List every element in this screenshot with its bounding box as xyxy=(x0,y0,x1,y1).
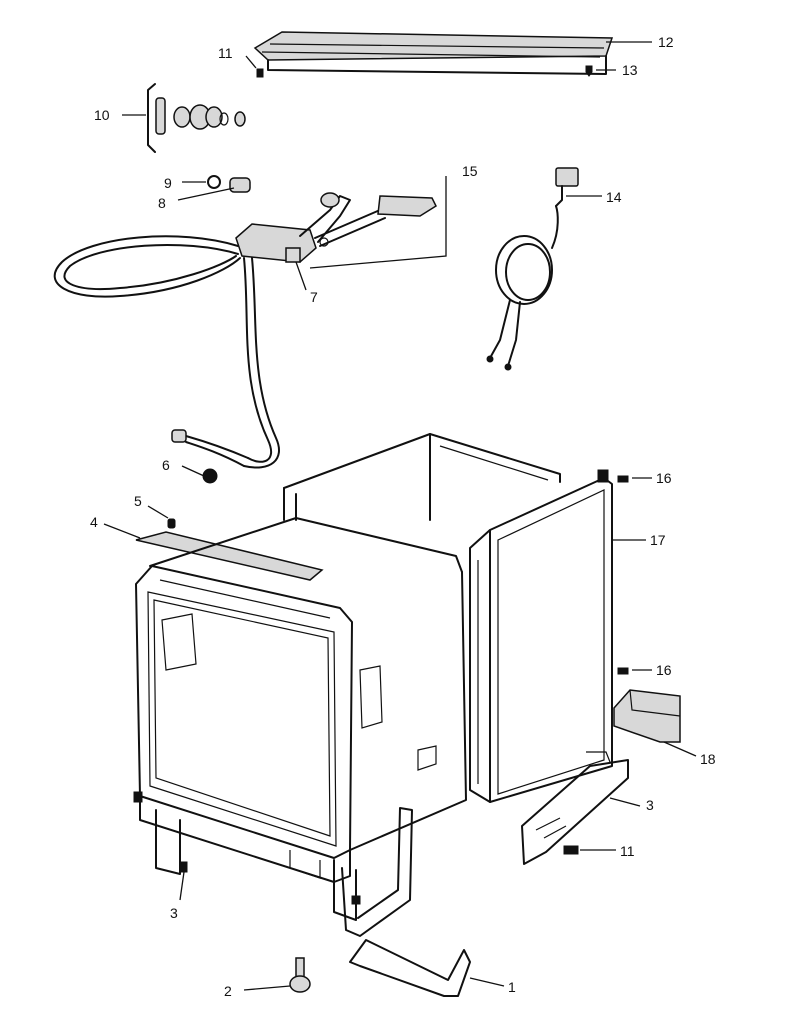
callout-16-bottom: 16 xyxy=(656,662,672,678)
callout-16-top: 16 xyxy=(656,470,672,486)
screw-icon xyxy=(563,845,579,855)
callout-5: 5 xyxy=(134,493,142,509)
callout-13: 13 xyxy=(622,62,638,78)
screw-icon xyxy=(617,475,629,483)
leveling-bracket-icon xyxy=(349,939,471,997)
callout-12: 12 xyxy=(658,34,674,50)
callout-3-right: 3 xyxy=(646,797,654,813)
power-cord-icon[interactable] xyxy=(486,167,579,371)
toe-kick-block-icon xyxy=(613,689,681,743)
callout-1: 1 xyxy=(508,979,516,995)
callout-4: 4 xyxy=(90,514,98,530)
callout-9: 9 xyxy=(164,175,172,191)
drain-hose-icon[interactable] xyxy=(53,235,280,469)
screw-icon xyxy=(167,518,176,529)
callout-8: 8 xyxy=(158,195,166,211)
screw-icon xyxy=(256,68,264,78)
callout-14: 14 xyxy=(606,189,622,205)
callout-17: 17 xyxy=(650,532,666,548)
screw-icon xyxy=(585,65,593,77)
elbow-fitting-icon xyxy=(229,177,251,193)
o-ring-icon xyxy=(207,175,221,189)
drain-plug-icon xyxy=(202,468,218,484)
leveling-leg-icon xyxy=(289,957,311,993)
callout-6: 6 xyxy=(162,457,170,473)
leader-lines xyxy=(103,41,697,991)
callout-11-bottom: 11 xyxy=(620,843,635,859)
callout-15: 15 xyxy=(462,163,478,179)
screw-icon xyxy=(179,861,188,873)
callout-labels: 12 13 11 10 9 8 15 14 7 6 5 4 16 17 16 1… xyxy=(90,34,716,999)
callout-10: 10 xyxy=(94,107,110,123)
dishwasher-tub-icon[interactable] xyxy=(133,517,467,937)
screw-icon xyxy=(617,667,629,675)
callout-11-top: 11 xyxy=(218,45,233,61)
callout-7: 7 xyxy=(310,289,318,305)
mounting-bracket-icon xyxy=(135,531,324,581)
inlet-valve-assembly-icon[interactable] xyxy=(235,192,437,263)
fitting-kit-icon[interactable] xyxy=(147,83,246,153)
callout-3-left: 3 xyxy=(170,905,178,921)
cabinet-enclosure-icon[interactable] xyxy=(283,433,613,803)
callout-2: 2 xyxy=(224,983,232,999)
callout-18: 18 xyxy=(700,751,716,767)
top-panel-icon[interactable] xyxy=(253,31,614,75)
side-rail-icon xyxy=(521,759,629,865)
